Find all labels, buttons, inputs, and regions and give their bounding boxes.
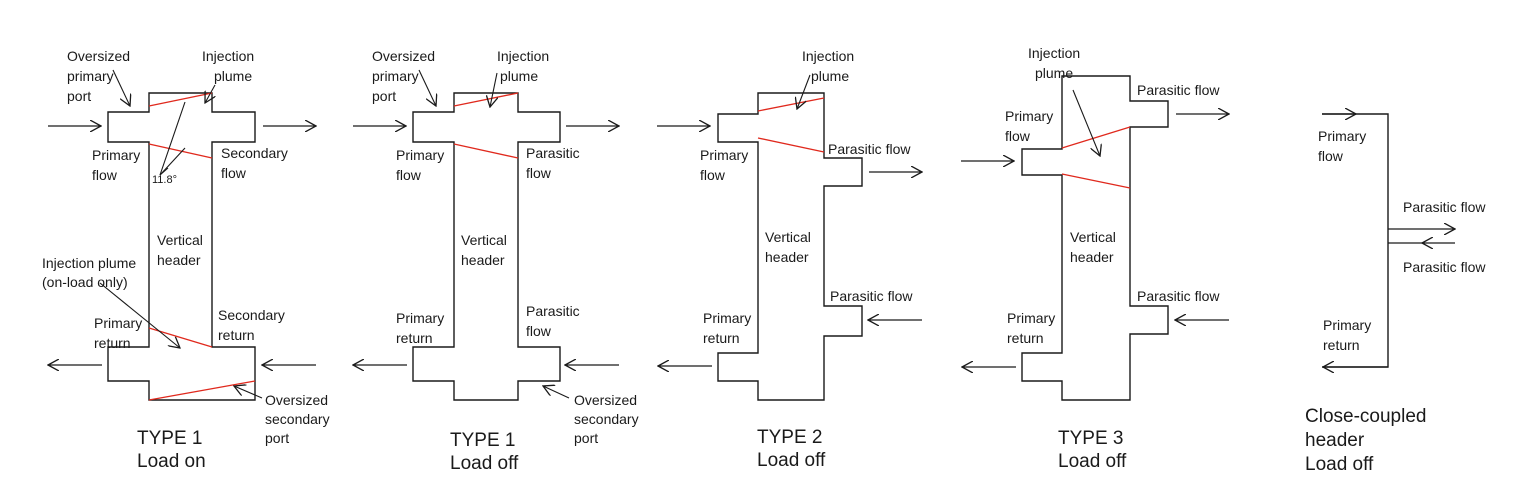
t2-primary-flow-line2: flow [700, 167, 726, 183]
t1on-injection-plume-onload-line1: Injection plume [42, 255, 136, 271]
t2-injection-plume-line2: plume [811, 68, 849, 84]
t1off-oversized-secondary-port-line3: port [574, 430, 598, 446]
t1off-primary-return-line2: return [396, 330, 433, 346]
t1off-primary-return-line1: Primary [396, 310, 444, 326]
cc-primary-return-line1: Primary [1323, 317, 1371, 333]
t1off-oversized-secondary-port-line2: secondary [574, 411, 639, 427]
t1on-oversized-secondary-port-line1: Oversized [265, 392, 328, 408]
t3-primary-flow-line2: flow [1005, 128, 1031, 144]
t1on-injection-plume-onload-line2: (on-load only) [42, 274, 128, 290]
t2-parasitic-flow-top: Parasitic flow [828, 141, 911, 157]
t1on-title-line2: Load on [137, 451, 206, 472]
t2-parasitic-flow-bottom: Parasitic flow [830, 288, 913, 304]
type3-load-off-diagram [961, 75, 1229, 401]
cc-title-line3: Load off [1305, 454, 1374, 475]
cc-primary-return-line2: return [1323, 337, 1360, 353]
t2-vertical-header-line2: header [765, 249, 809, 265]
t3-parasitic-flow-bottom: Parasitic flow [1137, 288, 1220, 304]
t2-title-line2: Load off [757, 450, 826, 471]
t3-primary-flow-line1: Primary [1005, 108, 1053, 124]
type2-header-outline [717, 92, 863, 401]
cc-primary-flow-line1: Primary [1318, 128, 1366, 144]
t2-primary-return-line1: Primary [703, 310, 751, 326]
t1on-vertical-header-line1: Vertical [157, 232, 203, 248]
type3-header-outline [1021, 75, 1169, 401]
t1on-oversized-primary-port-line1: Oversized [67, 48, 130, 64]
t1on-primary-flow-line2: flow [92, 167, 118, 183]
cc-title-line1: Close-coupled [1305, 406, 1426, 427]
t1on-secondary-flow-line2: flow [221, 165, 247, 181]
t1on-oversized-primary-port-line2: primary [67, 68, 114, 84]
t1off-primary-flow-line1: Primary [396, 147, 444, 163]
t1on-angle-label: 11.8° [152, 174, 177, 186]
type1-load-on-diagram [48, 69, 316, 401]
t3-title-line1: TYPE 3 [1058, 428, 1123, 449]
type1-load-off-diagram [353, 69, 619, 401]
t1off-title-line2: Load off [450, 453, 519, 474]
t3-vertical-header-line2: header [1070, 249, 1114, 265]
cc-title-line2: header [1305, 430, 1365, 451]
t3-parasitic-flow-top: Parasitic flow [1137, 82, 1220, 98]
t2-vertical-header-line1: Vertical [765, 229, 811, 245]
t1off-injection-plume-line1: Injection [497, 48, 549, 64]
type1-off-header-outline [412, 92, 561, 401]
t1off-injection-plume-line2: plume [500, 68, 538, 84]
t1on-primary-flow-line1: Primary [92, 147, 140, 163]
t1off-title-line1: TYPE 1 [450, 430, 515, 451]
t1off-parasitic-flow-bottom-line2: flow [526, 323, 552, 339]
t1on-oversized-primary-port-line3: port [67, 88, 91, 104]
cc-parasitic-flow-out: Parasitic flow [1403, 199, 1486, 215]
t1on-primary-return-line2: return [94, 335, 131, 351]
t2-primary-flow-line1: Primary [700, 147, 748, 163]
t1off-oversized-secondary-port-line1: Oversized [574, 392, 637, 408]
t1on-secondary-return-line1: Secondary [218, 307, 285, 323]
cc-parasitic-flow-in: Parasitic flow [1403, 259, 1486, 275]
t2-injection-plume-line1: Injection [802, 48, 854, 64]
t1on-injection-plume-line1: Injection [202, 48, 254, 64]
t3-title-line2: Load off [1058, 451, 1127, 472]
t1on-title-line1: TYPE 1 [137, 428, 202, 449]
t3-primary-return-line2: return [1007, 330, 1044, 346]
t2-primary-return-line2: return [703, 330, 740, 346]
t3-injection-plume-line2: plume [1035, 65, 1073, 81]
t1off-oversized-primary-port-line1: Oversized [372, 48, 435, 64]
t1off-vertical-header-line1: Vertical [461, 232, 507, 248]
t1off-oversized-primary-port-line2: primary [372, 68, 419, 84]
t1on-oversized-secondary-port-line2: secondary [265, 411, 330, 427]
close-coupled-header-diagram [1322, 114, 1455, 367]
t1on-vertical-header-line2: header [157, 252, 201, 268]
t1off-parasitic-flow-line2: flow [526, 165, 552, 181]
t1off-vertical-header-line2: header [461, 252, 505, 268]
t3-vertical-header-line1: Vertical [1070, 229, 1116, 245]
t1off-parasitic-flow-bottom-line1: Parasitic [526, 303, 580, 319]
t1on-oversized-secondary-port-line3: port [265, 430, 289, 446]
t2-title-line1: TYPE 2 [757, 427, 822, 448]
t3-primary-return-line1: Primary [1007, 310, 1055, 326]
type2-load-off-diagram [657, 74, 922, 401]
t1off-primary-flow-line2: flow [396, 167, 422, 183]
t1on-injection-plume-line2: plume [214, 68, 252, 84]
t1on-secondary-flow-line1: Secondary [221, 145, 288, 161]
t3-injection-plume-line1: Injection [1028, 45, 1080, 61]
t1on-primary-return-line1: Primary [94, 315, 142, 331]
t1on-secondary-return-line2: return [218, 327, 255, 343]
cc-primary-flow-line2: flow [1318, 148, 1344, 164]
t1off-oversized-primary-port-line3: port [372, 88, 396, 104]
t1off-parasitic-flow-line1: Parasitic [526, 145, 580, 161]
